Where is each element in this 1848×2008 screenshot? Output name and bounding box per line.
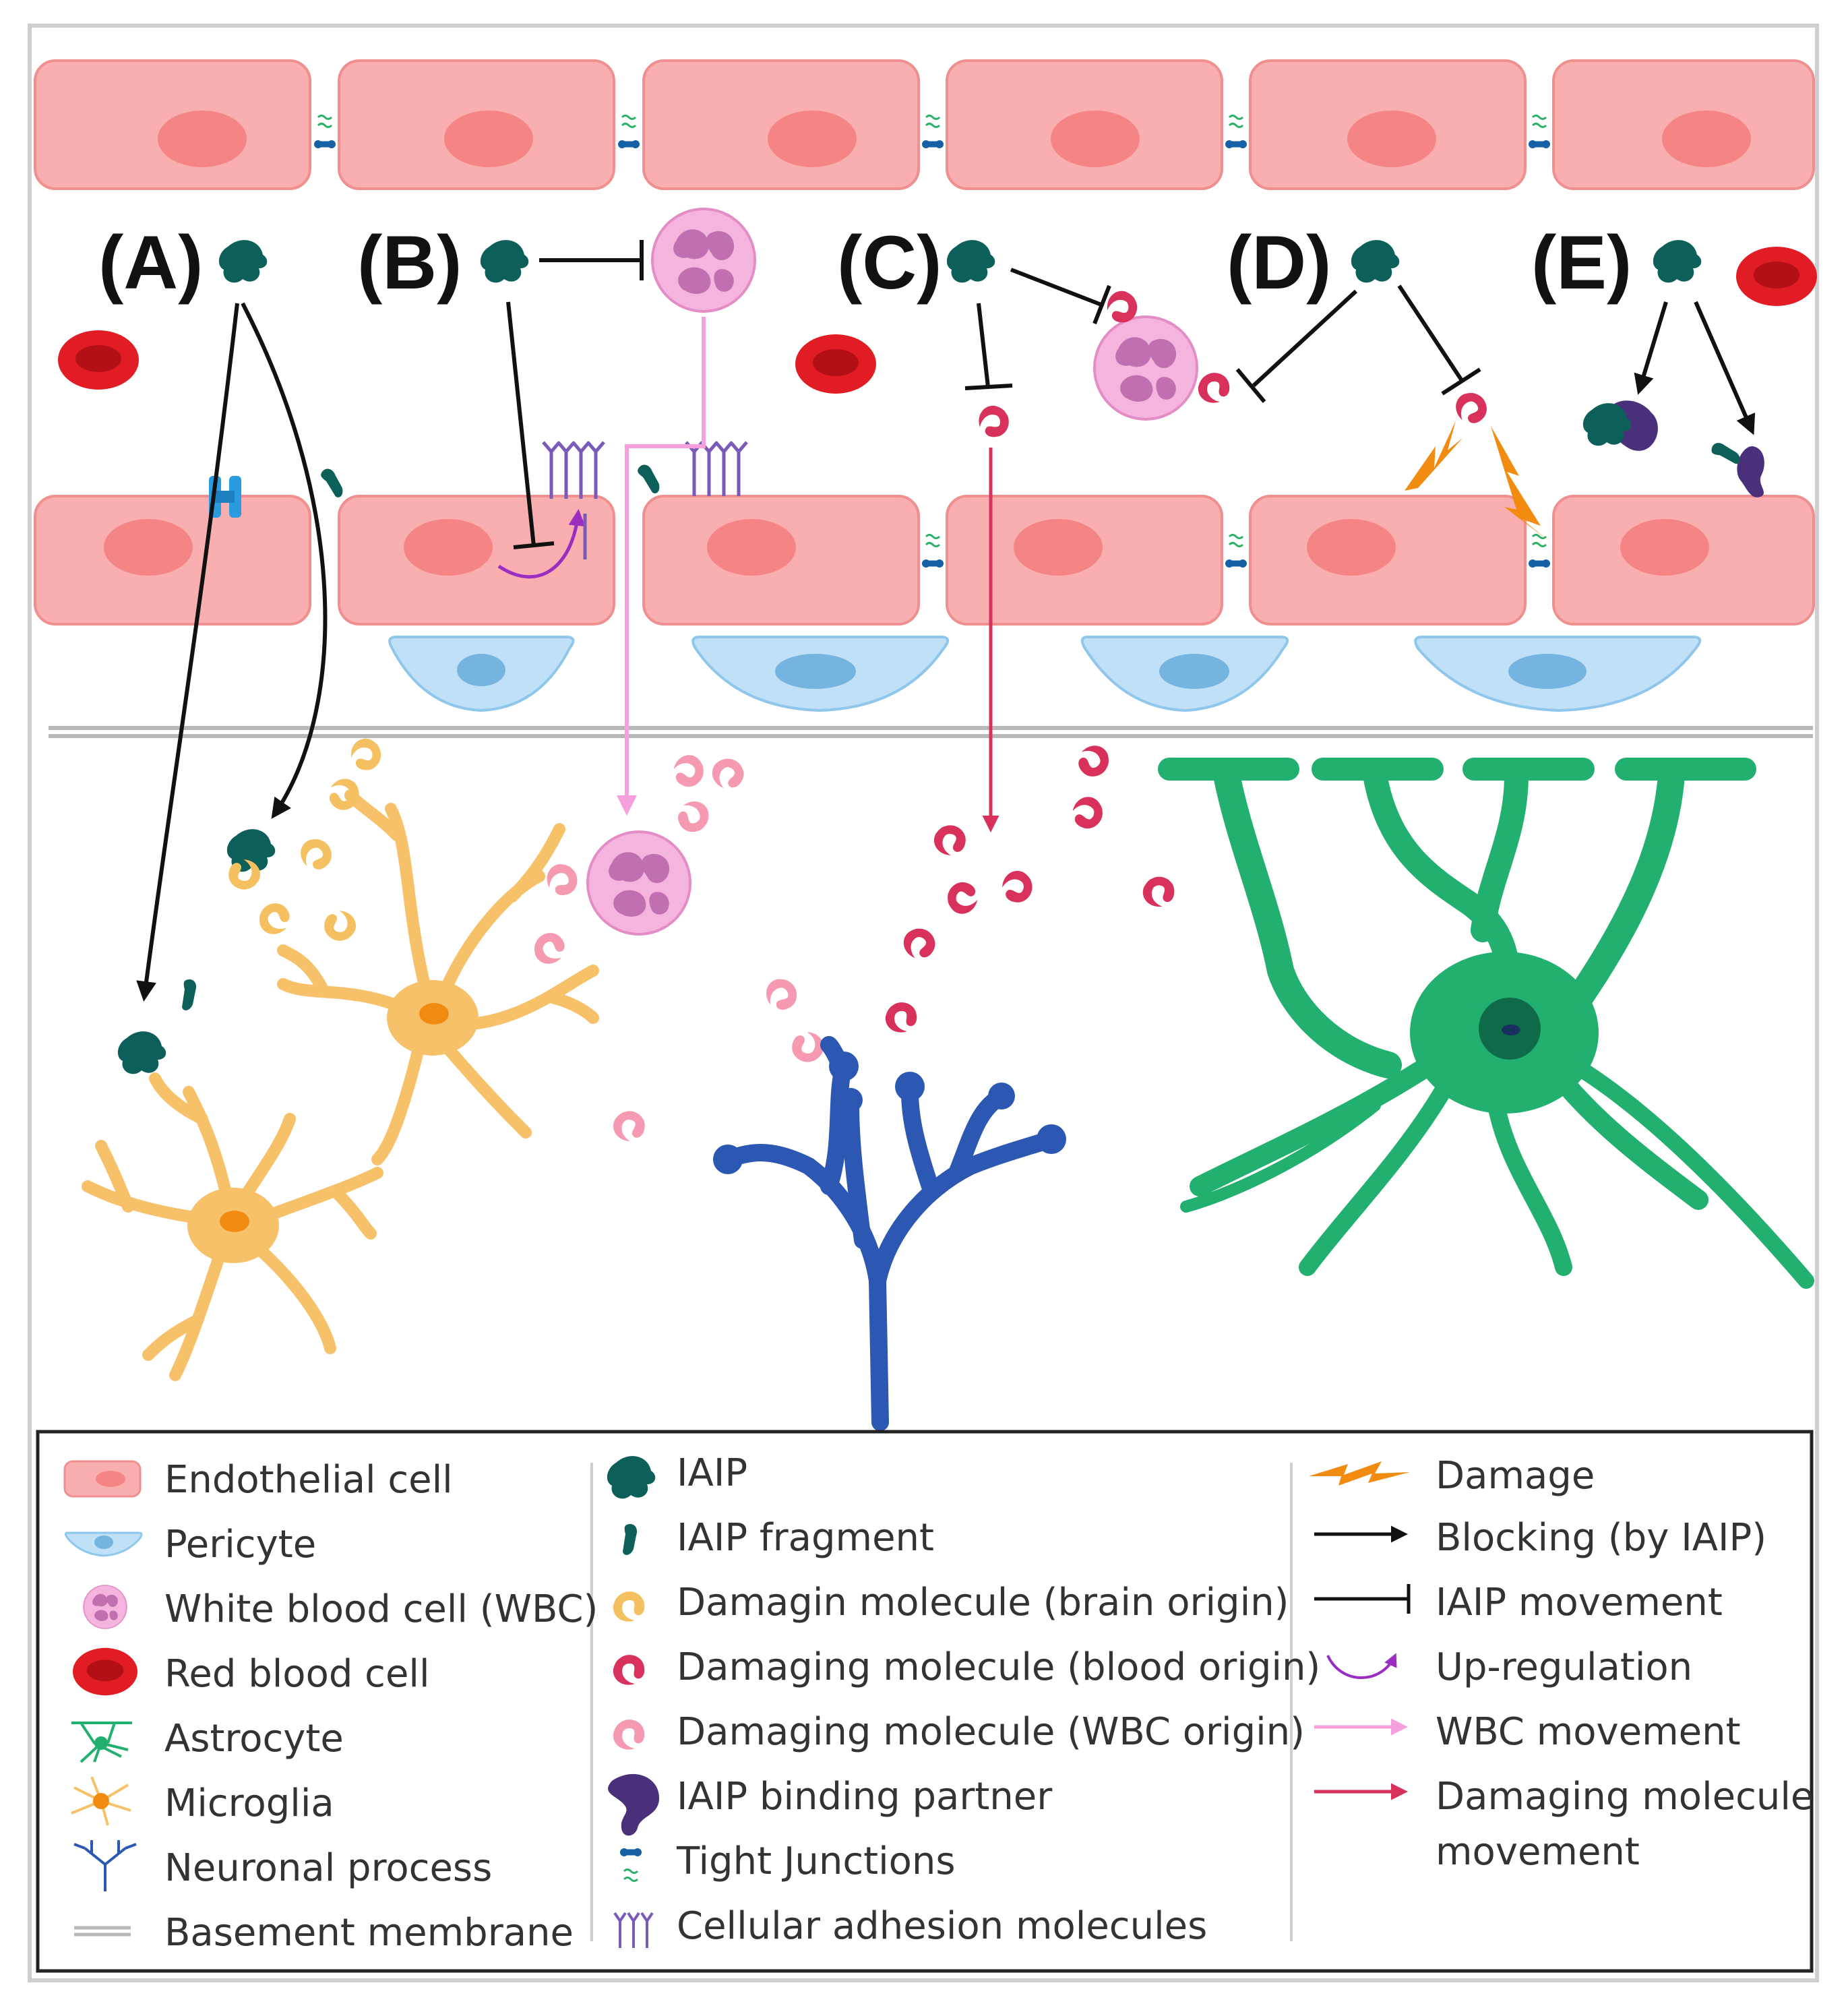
- legend-label-adhesion-molecules: Cellular adhesion molecules: [677, 1904, 1207, 1948]
- legend-col1-icons: [63, 1460, 143, 1937]
- white-blood-cell: [586, 830, 691, 936]
- pericytes: [388, 636, 1701, 712]
- legend-label-blocking: Blocking (by IAIP): [1436, 1516, 1766, 1560]
- rbc-icon: [73, 1647, 137, 1696]
- basement-membrane-icon: [74, 1926, 131, 1937]
- legend-label-damaging-movement: Damaging molecule: [1436, 1775, 1814, 1819]
- panel-d-mechanism: [1235, 240, 1550, 542]
- legend-label-blood-molecule: Damaging molecule (blood origin): [677, 1645, 1320, 1689]
- panel-c-mechanism: [885, 240, 1230, 1033]
- legend-box: [36, 1430, 1814, 1973]
- legend-label-microglia: Microglia: [164, 1782, 334, 1825]
- microglia: [419, 1003, 449, 1025]
- legend-label-iaip-movement: IAIP movement: [1436, 1581, 1723, 1624]
- panel-a-mechanism: [117, 240, 349, 1074]
- panel-label-d: (D): [1227, 220, 1331, 305]
- basement-membrane: [49, 726, 1813, 738]
- legend-col2-icons: [607, 1456, 660, 1948]
- legend-label-white-blood-cell: White blood cell (WBC): [164, 1587, 598, 1631]
- panel-b-mechanism: [480, 208, 828, 1146]
- panel-e-mechanism: [1582, 240, 1764, 497]
- legend-label-pericyte: Pericyte: [164, 1523, 316, 1566]
- endothelial-row-bottom: [34, 476, 1815, 626]
- legend-label-up-regulation: Up-regulation: [1436, 1645, 1692, 1689]
- legend-label-brain-molecule: Damagin molecule (brain origin): [677, 1581, 1289, 1624]
- red-blood-cell: [1736, 247, 1817, 306]
- panel-label-e: (E): [1531, 220, 1632, 305]
- legend-label-damage: Damage: [1436, 1454, 1595, 1498]
- legend-label-neuronal-process: Neuronal process: [164, 1846, 492, 1890]
- legend-label-red-blood-cell: Red blood cell: [164, 1652, 430, 1696]
- white-blood-cell: [651, 208, 756, 313]
- binding-partner-icon: [608, 1773, 660, 1836]
- legend-label-iaip-fragment: IAIP fragment: [677, 1516, 934, 1560]
- legend-label-endothelial-cell: Endothelial cell: [164, 1458, 453, 1502]
- legend-label-wbc-movement: WBC movement: [1436, 1710, 1741, 1754]
- upregulation-icon: [1326, 1653, 1397, 1679]
- microglia: [82, 789, 599, 1381]
- panel-label-c: (C): [837, 220, 942, 305]
- legend-label-iaip: IAIP: [677, 1451, 747, 1495]
- damage-icon: [1491, 426, 1550, 542]
- microglia-icon: [71, 1776, 131, 1826]
- panel-label-b: (B): [357, 220, 462, 305]
- legend-label-tight-junctions: Tight Junctions: [676, 1839, 956, 1883]
- neuronal-process-tips: [713, 1052, 1066, 1174]
- red-blood-cell: [58, 330, 139, 390]
- panel-label-a: (A): [98, 220, 203, 305]
- red-blood-cell: [795, 334, 876, 394]
- adhesion-molecule-icon: [613, 1912, 654, 1948]
- neuronal-process-icon: [73, 1840, 137, 1891]
- legend-label-astrocyte: Astrocyte: [164, 1717, 344, 1761]
- legend-label-wbc-molecule: Damaging molecule (WBC origin): [677, 1710, 1305, 1754]
- white-blood-cell: [1093, 315, 1198, 421]
- legend-label-basement-membrane: Basement membrane: [164, 1911, 574, 1955]
- binding-partner-icon: [1737, 446, 1764, 497]
- damage-icon: [1309, 1461, 1410, 1486]
- endothelial-row-top: [34, 59, 1815, 190]
- microglia: [220, 1211, 249, 1232]
- wbc-icon: [83, 1585, 127, 1629]
- astrocyte: [1158, 758, 1814, 1289]
- legend-label-damaging-movement-2: movement: [1436, 1830, 1640, 1874]
- legend-label-binding-partner: IAIP binding partner: [677, 1775, 1053, 1819]
- legend-col3-icons: [1309, 1461, 1411, 1800]
- damage-icon: [1405, 421, 1462, 491]
